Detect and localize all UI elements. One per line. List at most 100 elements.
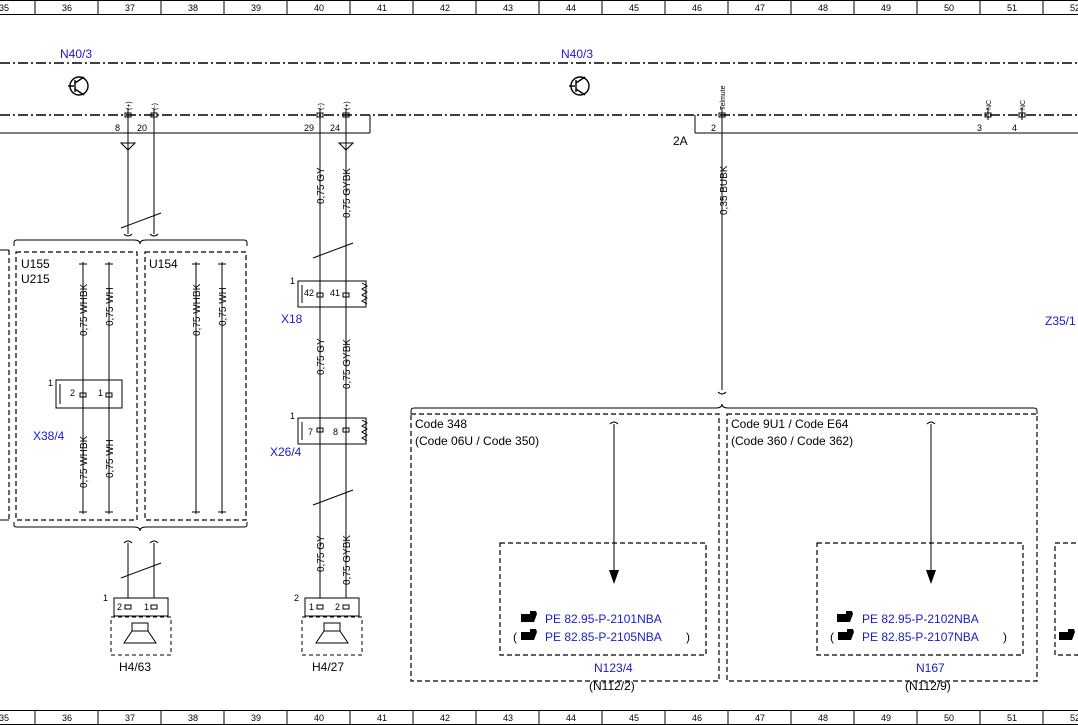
ruler-bottom-43: 43: [503, 713, 513, 723]
ruler-bottom-35: 35: [0, 713, 9, 723]
hand-pointer-icon: [838, 629, 854, 640]
h4-27-connector-number: 2: [294, 593, 299, 603]
pin-4-nc-label: NC: [1020, 100, 1027, 110]
n40-module-boundary: [0, 62, 1078, 116]
wire-pair-8-20: [119, 133, 162, 237]
u154-wires: [192, 262, 226, 514]
wire-24-gybk-1: 0,75 GYBK: [342, 168, 353, 218]
x38-pin-1: 1: [98, 388, 103, 398]
h4-63-label: H4/63: [119, 660, 151, 674]
ruler-top-35: 35: [0, 3, 9, 13]
wire-u155-whbk-bottom: 0,75 WHBK: [79, 435, 90, 488]
h4-63-connector-number: 1: [103, 593, 108, 603]
ruler-top-42: 42: [440, 3, 450, 13]
x26-connector-number: 1: [290, 411, 295, 421]
h4-27-pin-1: 1: [309, 602, 314, 612]
h4-27-label: H4/27: [312, 660, 344, 674]
ruler-top-50: 50: [944, 3, 954, 13]
n40-label-left: N40/3: [60, 47, 92, 61]
speaker-h4-63: [110, 540, 172, 656]
u154-label: U154: [149, 257, 178, 271]
variant-boxes-left: [0, 239, 248, 532]
pin-3-number: 3: [977, 123, 982, 133]
ruler-bottom-37: 37: [125, 713, 135, 723]
code-left-line2: (Code 06U / Code 350): [415, 434, 539, 448]
amplifier-symbol-left: [68, 76, 89, 96]
pin-4-number: 4: [1012, 123, 1017, 133]
ruler-bottom-40: 40: [314, 713, 324, 723]
h4-27-pin-2: 2: [335, 602, 340, 612]
code-variant-bracket: [410, 403, 1038, 682]
wire-u155-whbk-top: 0,75 WHBK: [79, 283, 90, 336]
ruler-top-41: 41: [377, 3, 387, 13]
pin-8-number: 8: [115, 123, 120, 133]
ruler-bottom-49: 49: [881, 713, 891, 723]
hand-pointer-icon: [837, 611, 853, 622]
wire-telmute: [717, 133, 727, 395]
h4-63-pin-1: 1: [144, 602, 149, 612]
speaker-h4-27: [301, 597, 363, 656]
ruler-top-45: 45: [629, 3, 639, 13]
ruler-bottom-42: 42: [440, 713, 450, 723]
ref-paren-open-n123: (: [513, 630, 517, 644]
x38-connector-number: 1: [48, 378, 53, 388]
wire-telmute-bubk: 0,35 BUBK: [719, 165, 730, 215]
ruler-top-36: 36: [62, 3, 72, 13]
ruler-top-46: 46: [692, 3, 702, 13]
u215-label: U215: [21, 272, 50, 286]
ruler-top-39: 39: [251, 3, 261, 13]
wire-u155-wh-bottom: 0,75 WH: [105, 439, 116, 478]
ruler-bottom-48: 48: [818, 713, 828, 723]
ref-link-n167-1[interactable]: PE 82.95-P-2102NBA: [862, 612, 979, 626]
module-connector-bars: [0, 115, 1078, 134]
ruler-top-38: 38: [188, 3, 198, 13]
wire-u154-wh: 0,75 WH: [218, 287, 229, 326]
n123-reference-box: [499, 542, 707, 656]
wire-pair-29-24: [312, 133, 355, 598]
pin-24-polarity: (+): [344, 101, 351, 110]
pin-29-number: 29: [304, 123, 314, 133]
x18-label: X18: [281, 312, 303, 326]
code-left-line1: Code 348: [415, 417, 467, 431]
ruler-bottom-39: 39: [251, 713, 261, 723]
ref-link-n167-2[interactable]: PE 82.85-P-2107NBA: [862, 630, 979, 644]
wire-24-gybk-2: 0,75 GYBK: [342, 339, 353, 389]
n167-reference-box: [816, 542, 1024, 656]
n40-label-right: N40/3: [561, 47, 593, 61]
ruler-bottom-36: 36: [62, 713, 72, 723]
ruler-top-43: 43: [503, 3, 513, 13]
ruler-top-44: 44: [566, 3, 576, 13]
x26-pin-7: 7: [308, 427, 313, 437]
ref-paren-close-n167: ): [1003, 630, 1007, 644]
bottom-ruler: 35 36 37 38 39 40 41 42 43 44 45 46 47 4…: [0, 710, 1078, 725]
x38-pin-2: 2: [70, 388, 75, 398]
n112-2-label: (N112/2): [589, 679, 635, 693]
wire-29-gy-3: 0,75 GY: [316, 535, 327, 572]
x18-pin-41: 41: [330, 288, 340, 298]
x18-connector-number: 1: [290, 276, 295, 286]
ruler-bottom-44: 44: [566, 713, 576, 723]
ref-link-n123-1[interactable]: PE 82.95-P-2101NBA: [545, 612, 662, 626]
ruler-top-47: 47: [755, 3, 765, 13]
ruler-top-49: 49: [881, 3, 891, 13]
pin-20-number: 20: [137, 123, 147, 133]
x38-label: X38/4: [33, 429, 65, 443]
pin-8-polarity: (+): [126, 101, 133, 110]
wire-29-gy-1: 0,75 GY: [316, 167, 327, 204]
u155-wires: [79, 262, 113, 514]
n167-label: N167: [916, 661, 945, 675]
ruler-bottom-38: 38: [188, 713, 198, 723]
ruler-top-40: 40: [314, 3, 324, 13]
x26-label: X26/4: [270, 445, 302, 459]
pin-24-number: 24: [330, 123, 340, 133]
pin-2-telmute-label: Telmute: [720, 85, 727, 110]
ruler-bottom-52: 52: [1070, 713, 1078, 723]
connector-x26-4: [297, 417, 368, 445]
pin-20-polarity: (-): [152, 103, 159, 110]
connector-x38-4: [55, 379, 123, 409]
pin-29-polarity: (-): [318, 103, 325, 110]
ruler-bottom-51: 51: [1007, 713, 1017, 723]
u155-label: U155: [21, 257, 50, 271]
ruler-top-51: 51: [1007, 3, 1017, 13]
ref-link-n123-2[interactable]: PE 82.85-P-2105NBA: [545, 630, 662, 644]
